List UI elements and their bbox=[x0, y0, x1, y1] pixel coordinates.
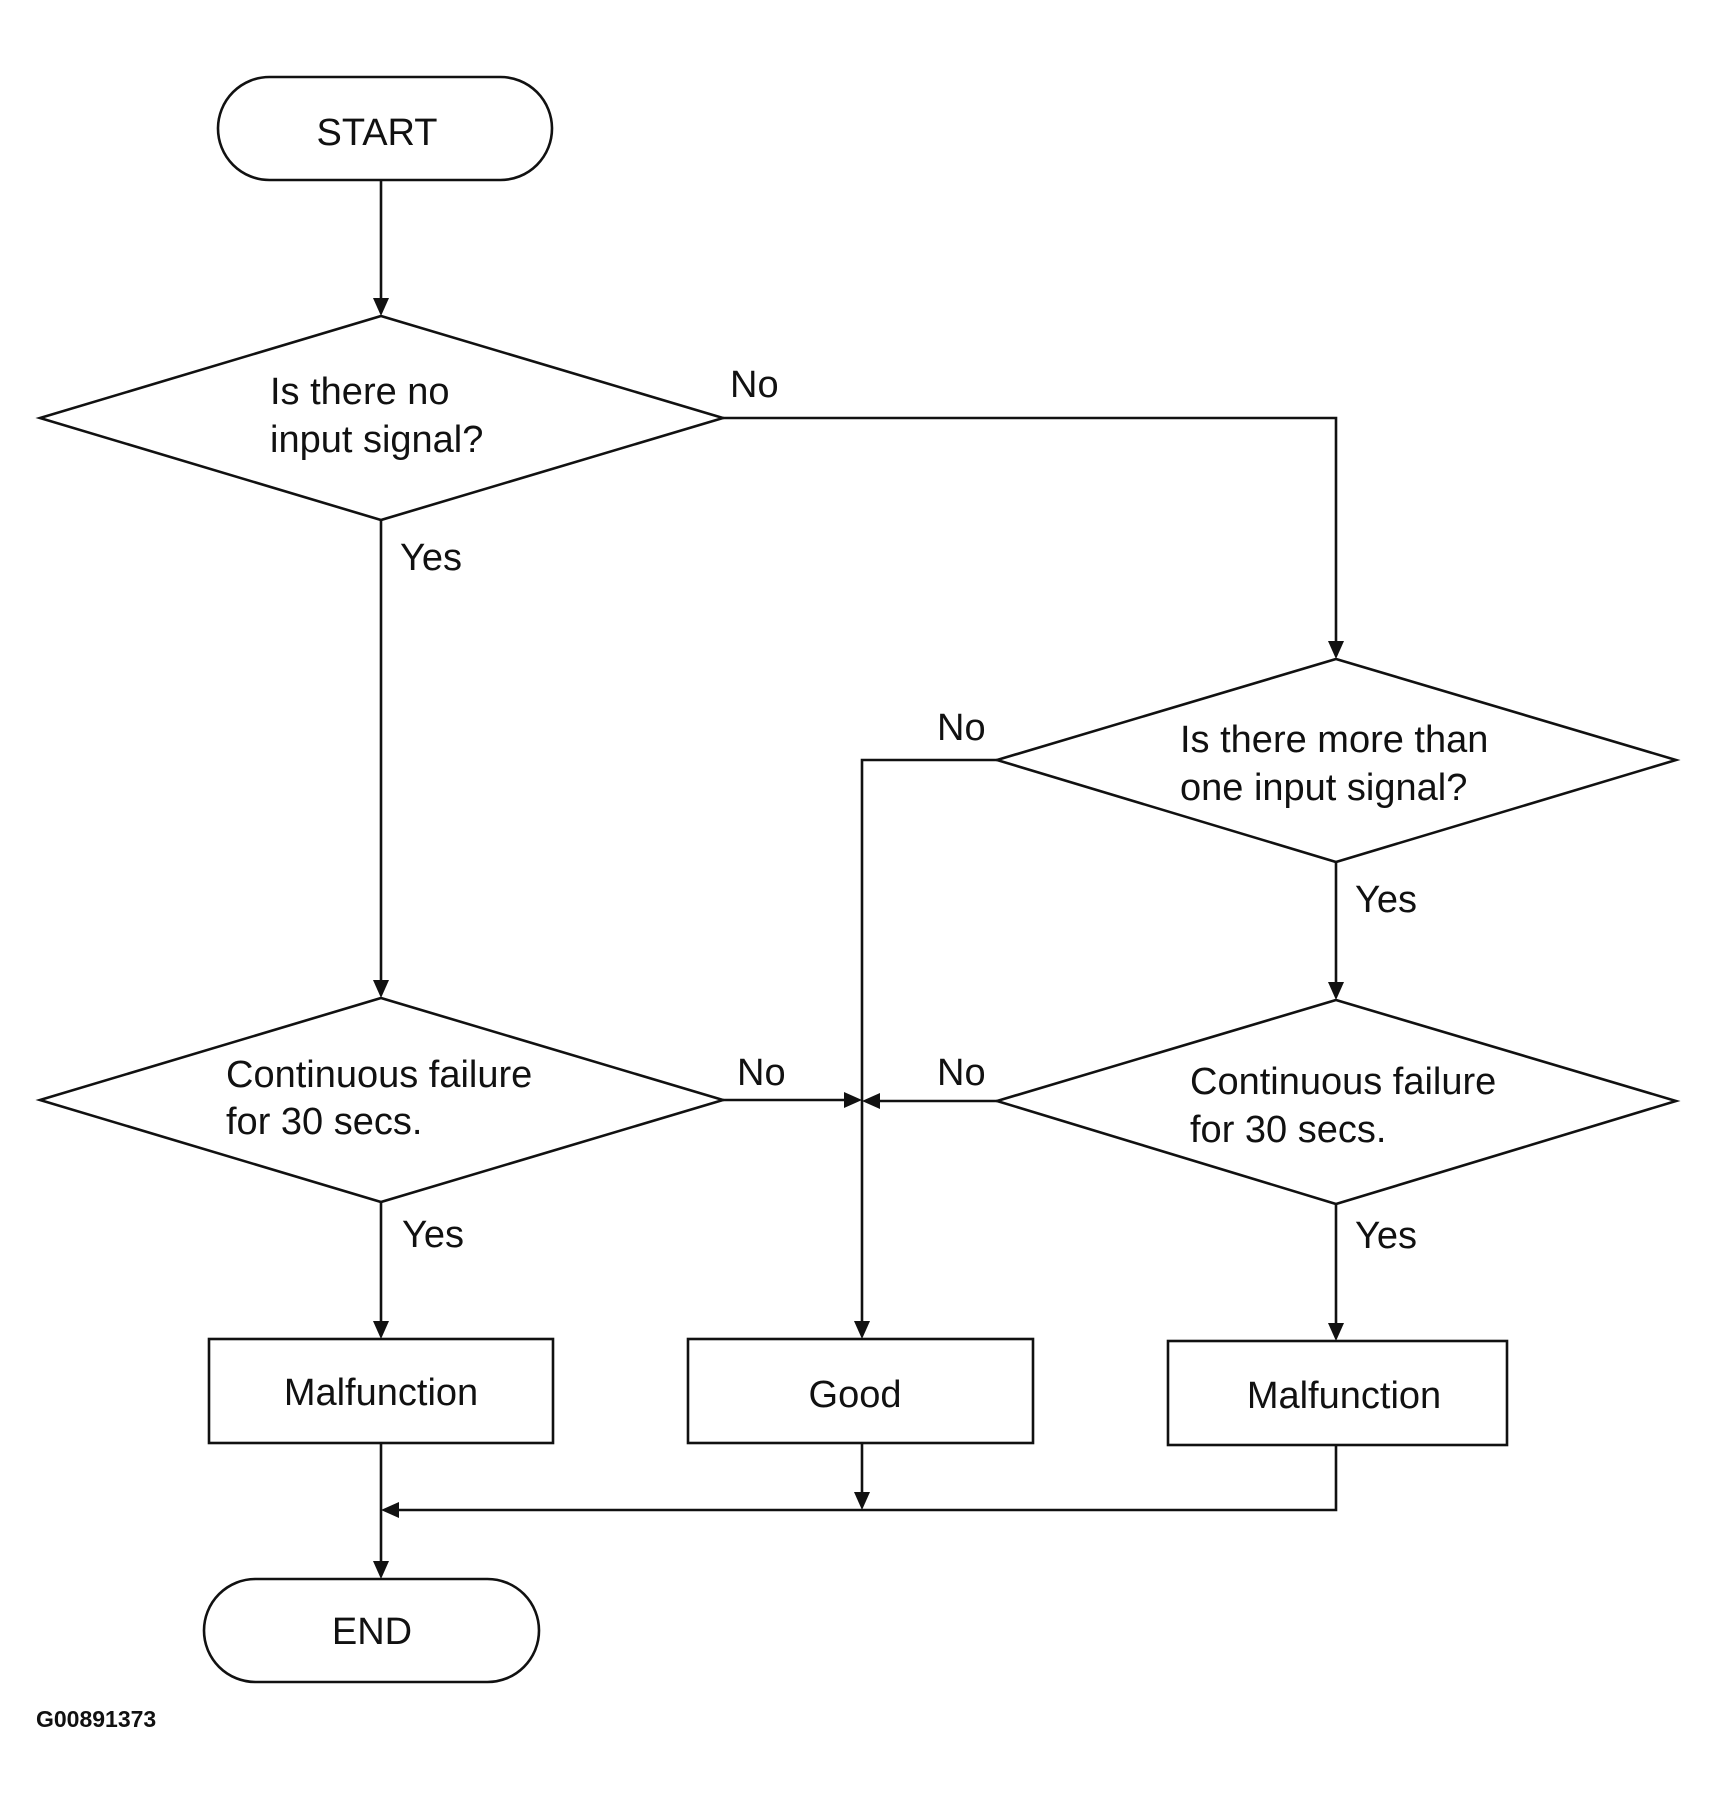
arrowhead-right bbox=[844, 1092, 862, 1108]
failure-left-line-1: Continuous failure bbox=[226, 1054, 532, 1096]
connector-d2-no-to-good bbox=[860, 758, 997, 1323]
arrowhead-down bbox=[373, 298, 389, 316]
svg-text:one input signal?: one input signal? bbox=[1180, 767, 1467, 809]
end-terminal: END bbox=[202, 1577, 541, 1684]
connector-merge-line bbox=[398, 1445, 1338, 1512]
svg-text:Continuous failure: Continuous failure bbox=[1190, 1061, 1496, 1103]
svg-text:Is there no: Is there no bbox=[270, 371, 450, 413]
failure-left-line-2: for 30 secs. bbox=[226, 1101, 422, 1143]
edge-label-d2-no: No bbox=[937, 707, 986, 749]
decision-more-input-line-1: Is there more than bbox=[1180, 719, 1488, 761]
arrowhead-down bbox=[854, 1321, 870, 1339]
arrowhead-down bbox=[1328, 982, 1344, 1000]
arrowhead-down bbox=[373, 1561, 389, 1579]
decision-no-input-line-1: Is there no bbox=[270, 371, 450, 413]
good-box: Good bbox=[686, 1337, 1035, 1445]
svg-text:for 30 secs.: for 30 secs. bbox=[226, 1101, 422, 1143]
malfunction-left-label: Malfunction bbox=[284, 1372, 478, 1414]
malfunction-right-label: Malfunction bbox=[1247, 1375, 1441, 1417]
edge-labels: No Yes No Yes No Yes No Yes bbox=[400, 364, 1417, 1257]
edge-label-d4-no: No bbox=[937, 1052, 986, 1094]
failure-right-line-2: for 30 secs. bbox=[1190, 1109, 1386, 1151]
arrowhead-down bbox=[373, 980, 389, 998]
arrowhead-down bbox=[373, 1321, 389, 1339]
figure-code: G00891373 bbox=[36, 1706, 156, 1732]
end-label: END bbox=[332, 1611, 412, 1653]
failure-right-line-1: Continuous failure bbox=[1190, 1061, 1496, 1103]
connector-d1-no-to-d2 bbox=[723, 416, 1338, 643]
decision-no-input-signal: Is there no input signal? bbox=[35, 314, 728, 522]
start-terminal: START bbox=[216, 75, 554, 182]
decision-continuous-failure-left: Continuous failure for 30 secs. bbox=[35, 996, 728, 1204]
decision-no-input-line-2: input signal? bbox=[270, 419, 483, 461]
svg-text:Is there more than: Is there more than bbox=[1180, 719, 1488, 761]
malfunction-box-right: Malfunction bbox=[1166, 1339, 1509, 1447]
good-label: Good bbox=[809, 1374, 902, 1416]
decision-more-input-line-2: one input signal? bbox=[1180, 767, 1467, 809]
edge-label-d1-no: No bbox=[730, 364, 779, 406]
decision-more-than-one-input: Is there more than one input signal? bbox=[992, 657, 1681, 864]
arrowhead-down bbox=[854, 1492, 870, 1510]
arrowhead-down bbox=[1328, 641, 1344, 659]
edge-label-d3-no: No bbox=[737, 1052, 786, 1094]
decision-continuous-failure-right: Continuous failure for 30 secs. bbox=[992, 998, 1681, 1206]
arrowhead-left bbox=[381, 1502, 399, 1518]
malfunction-box-left: Malfunction bbox=[207, 1337, 555, 1445]
edge-label-d1-yes: Yes bbox=[400, 537, 462, 579]
edge-label-d3-yes: Yes bbox=[402, 1214, 464, 1256]
svg-text:input signal?: input signal? bbox=[270, 419, 483, 461]
arrowhead-left bbox=[862, 1093, 880, 1109]
start-label: START bbox=[316, 112, 437, 154]
svg-text:for 30 secs.: for 30 secs. bbox=[1190, 1109, 1386, 1151]
edge-label-d4-yes: Yes bbox=[1355, 1215, 1417, 1257]
arrowhead-down bbox=[1328, 1323, 1344, 1341]
svg-text:Continuous failure: Continuous failure bbox=[226, 1054, 532, 1096]
connectors bbox=[373, 180, 1344, 1579]
edge-label-d2-yes: Yes bbox=[1355, 879, 1417, 921]
